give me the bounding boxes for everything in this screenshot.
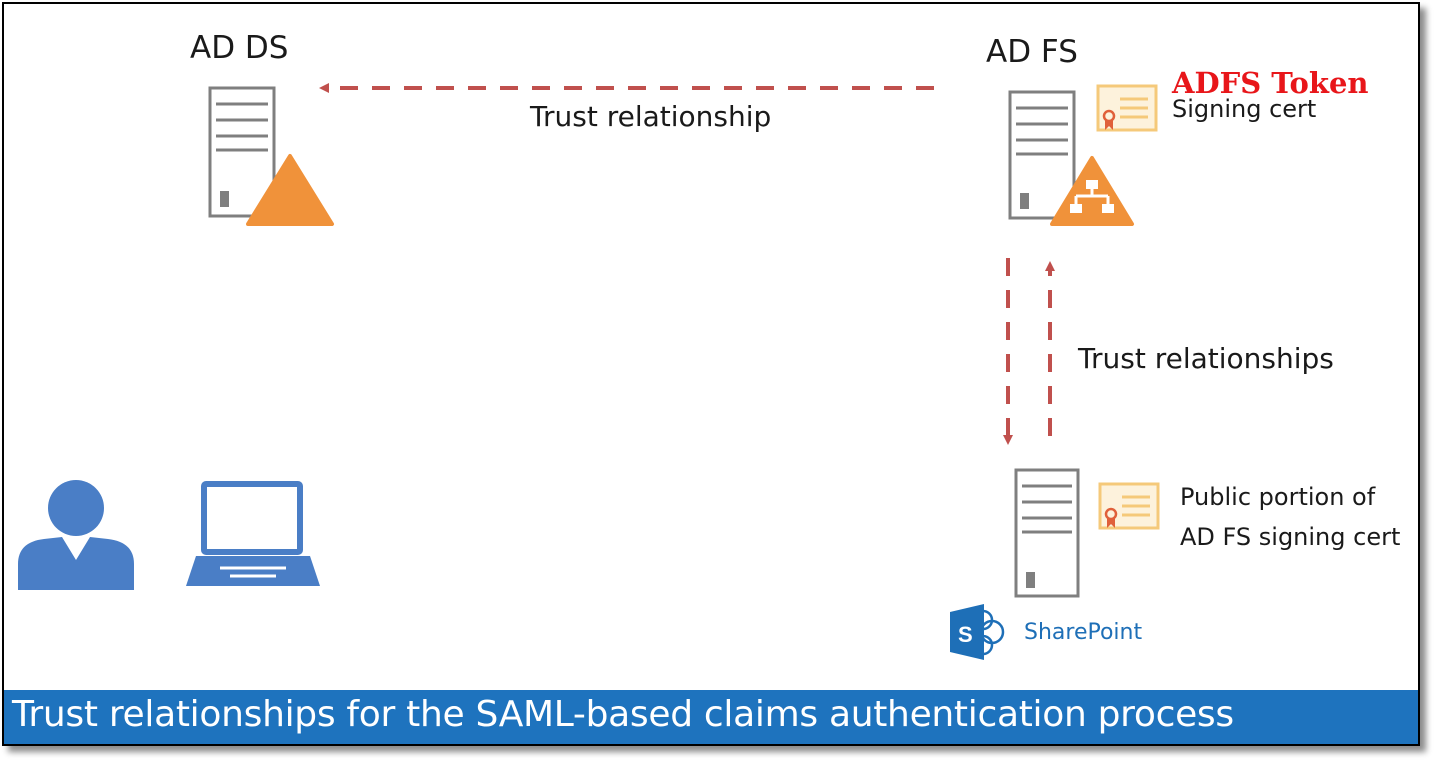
caption-bar: Trust relationships for the SAML-based c… bbox=[4, 690, 1418, 744]
diagram-canvas: S bbox=[18, 83, 1160, 660]
sharepoint-logo-icon: S bbox=[950, 604, 1005, 660]
trust-relationship-label: Trust relationship bbox=[530, 100, 772, 133]
hierarchy-triangle-icon bbox=[1050, 156, 1134, 226]
trust-relationships-label: Trust relationships bbox=[1078, 342, 1334, 375]
ad-ds-title: AD DS bbox=[190, 30, 289, 66]
public-cert-label-line2: AD FS signing cert bbox=[1180, 523, 1401, 551]
diagram-frame: S AD DS AD FS ADFS Token Signing cert Tr… bbox=[2, 2, 1420, 746]
ad-ds-server-icon bbox=[208, 86, 276, 218]
ad-fs-title: AD FS bbox=[986, 34, 1078, 70]
sharepoint-logo-letter: S bbox=[958, 622, 973, 647]
signing-cert-label: Signing cert bbox=[1172, 95, 1317, 123]
public-cert-label-line1: Public portion of bbox=[1180, 483, 1376, 511]
sharepoint-brand-label: SharePoint bbox=[1024, 620, 1143, 645]
sharepoint-server-icon bbox=[1014, 468, 1080, 598]
ad-fs-server-icon bbox=[1008, 90, 1076, 220]
adfs-token-heading: ADFS Token bbox=[1172, 66, 1369, 100]
ad-fs-certificate-icon bbox=[1096, 84, 1158, 132]
warning-triangle-icon bbox=[246, 154, 334, 226]
sharepoint-certificate-icon bbox=[1098, 482, 1160, 530]
user-icon bbox=[18, 480, 134, 590]
laptop-icon bbox=[186, 481, 320, 586]
caption-text: Trust relationships for the SAML-based c… bbox=[12, 694, 1234, 735]
